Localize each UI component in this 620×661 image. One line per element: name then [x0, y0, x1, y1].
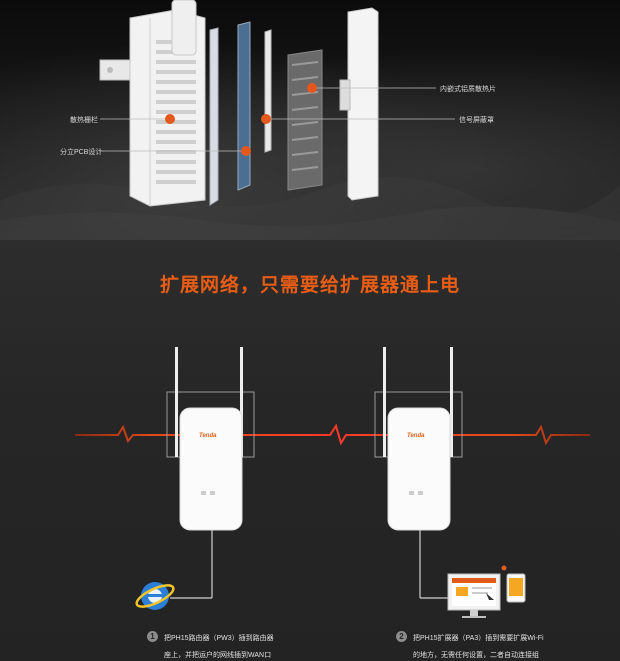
- computer-monitor-icon: [447, 573, 501, 618]
- back-cover: [339, 7, 379, 201]
- device-brand-logo-2: Tenda: [407, 433, 425, 439]
- headline: 扩展网络，只需要给扩展器通上电: [159, 275, 460, 296]
- device-extender: [374, 347, 463, 599]
- powerline-signal: [75, 423, 590, 446]
- pcb-boards: [209, 21, 272, 206]
- callout-dot-shield: [261, 114, 271, 124]
- step-2-line-2: 的地方，无需任何设置，二者自动连接组: [413, 652, 539, 659]
- label-shield: 信号屏蔽罩: [459, 117, 494, 124]
- rock-texture: [0, 177, 620, 240]
- label-heatsink: 内嵌式铝质散热片: [440, 86, 496, 93]
- callout-dot-pcb: [241, 146, 251, 156]
- label-pcb: 分立PCB设计: [60, 149, 103, 156]
- device-housing: [99, 0, 206, 207]
- device-router: [166, 347, 255, 599]
- step-1-line-1: 把PH15路由器（PW3）插到路由器: [164, 635, 274, 642]
- ie-browser-icon: [135, 582, 175, 610]
- step-1-line-2: 座上，并把运户的网线插到WAN口: [164, 652, 272, 659]
- step-2-line-1: 把PH15扩展器（PA3）插到需要扩展Wi-Fi: [413, 635, 544, 642]
- phone-icon: [501, 565, 526, 603]
- callout-lines: [100, 87, 455, 152]
- step-1-number: 1: [147, 631, 158, 642]
- label-vent: 散热栅栏: [70, 117, 98, 124]
- device-brand-logo-1: Tenda: [199, 433, 217, 439]
- callout-dot-heatsink: [307, 83, 317, 93]
- callout-dot-vent: [165, 114, 175, 124]
- exploded-view-section: 内嵌式铝质散热片 散热栅栏 信号屏蔽罩 分立PCB设计: [0, 0, 620, 240]
- step-2-number: 2: [396, 631, 407, 642]
- exploded-device-illustration: [0, 0, 620, 240]
